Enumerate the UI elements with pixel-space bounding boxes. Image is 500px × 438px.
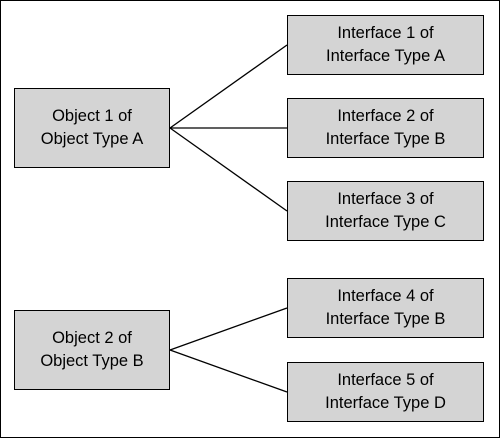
interface-5-line1: Interface 5 of — [337, 371, 434, 389]
interface-4-line1: Interface 4 of — [337, 287, 434, 305]
interface-5-box: Interface 5 of Interface Type D — [287, 362, 484, 422]
interface-5-line2: Interface Type D — [325, 394, 446, 412]
interface-2-line2: Interface Type B — [325, 130, 446, 148]
interface-1-box: Interface 1 of Interface Type A — [287, 15, 484, 75]
object-2-line1: Object 2 of — [52, 329, 132, 347]
link-object1-interface1 — [169, 44, 288, 129]
interface-1-line1: Interface 1 of — [337, 24, 434, 42]
link-object1-interface3 — [169, 127, 288, 212]
interface-4-box: Interface 4 of Interface Type B — [287, 278, 484, 338]
link-object2-interface4 — [169, 307, 288, 351]
interface-3-box: Interface 3 of Interface Type C — [287, 181, 484, 241]
interface-1-line2: Interface Type A — [326, 47, 445, 65]
interface-3-line2: Interface Type C — [325, 213, 446, 231]
interface-4-line2: Interface Type B — [325, 310, 446, 328]
interface-3-line1: Interface 3 of — [337, 190, 434, 208]
object-1-line2: Object Type A — [40, 130, 144, 148]
object-2-line2: Object Type B — [40, 352, 144, 370]
object-1-box: Object 1 of Object Type A — [14, 88, 170, 168]
interface-2-box: Interface 2 of Interface Type B — [287, 98, 484, 158]
object-1-line1: Object 1 of — [52, 107, 132, 125]
interface-2-line1: Interface 2 of — [337, 107, 434, 125]
object-2-box: Object 2 of Object Type B — [14, 310, 170, 390]
link-object2-interface5 — [169, 349, 288, 393]
